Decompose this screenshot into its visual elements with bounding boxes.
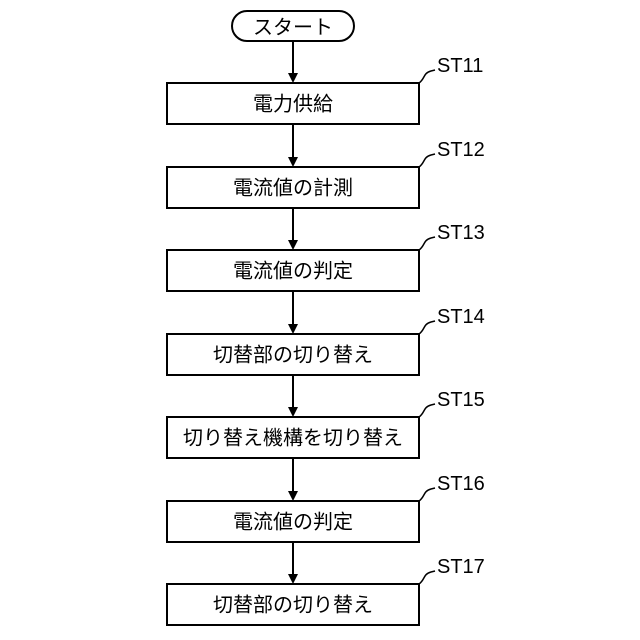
step-leader-line — [419, 571, 435, 584]
process-step-7: 切替部の切り替え ST17 — [167, 556, 485, 625]
flow-arrow-7 — [288, 542, 298, 584]
flow-arrow-2 — [288, 124, 298, 167]
step-leader-line — [419, 404, 435, 417]
flow-arrow-1-head — [288, 73, 298, 83]
process-label: 切り替え機構を切り替え — [183, 426, 403, 450]
step-number: ST12 — [437, 139, 485, 161]
step-leader-line — [419, 321, 435, 334]
process-step-1: 電力供給 ST11 — [167, 55, 483, 124]
flow-arrow-5-head — [288, 407, 298, 417]
process-label: 電力供給 — [253, 92, 333, 116]
process-step-2: 電流値の計測 ST12 — [167, 139, 485, 208]
step-leader-line — [419, 237, 435, 250]
process-step-4: 切替部の切り替え ST14 — [167, 306, 485, 375]
step-number: ST11 — [437, 55, 483, 77]
flow-arrow-4 — [288, 291, 298, 334]
process-label: 切替部の切り替え — [213, 343, 373, 367]
flow-arrow-5 — [288, 375, 298, 417]
flow-arrow-6 — [288, 458, 298, 501]
step-leader-line — [419, 154, 435, 167]
process-label: 電流値の判定 — [233, 259, 353, 283]
flow-arrow-3 — [288, 208, 298, 250]
process-label: 電流値の計測 — [233, 176, 353, 200]
start-terminal: スタート — [232, 11, 354, 41]
step-leader-line — [419, 488, 435, 501]
flow-arrow-7-head — [288, 574, 298, 584]
flow-arrow-4-head — [288, 324, 298, 334]
process-step-5: 切り替え機構を切り替え ST15 — [167, 389, 485, 458]
flow-arrow-6-head — [288, 491, 298, 501]
step-number: ST14 — [437, 306, 485, 328]
step-leader-line — [419, 70, 435, 83]
process-step-3: 電流値の判定 ST13 — [167, 222, 485, 291]
flow-arrow-3-head — [288, 240, 298, 250]
steps-layer: 電力供給 ST11 電流値の計測 ST12 電流値の判定 ST13 切替部の切り替え ST14… — [167, 41, 485, 625]
start-terminal-label: スタート — [253, 15, 333, 39]
step-number: ST15 — [437, 389, 485, 411]
flow-arrow-2-head — [288, 157, 298, 167]
flow-arrow-1 — [288, 41, 298, 83]
step-number: ST17 — [437, 556, 485, 578]
process-label: 切替部の切り替え — [213, 593, 373, 617]
step-number: ST13 — [437, 222, 485, 244]
step-number: ST16 — [437, 473, 485, 495]
process-step-6: 電流値の判定 ST16 — [167, 473, 485, 542]
process-label: 電流値の判定 — [233, 510, 353, 534]
